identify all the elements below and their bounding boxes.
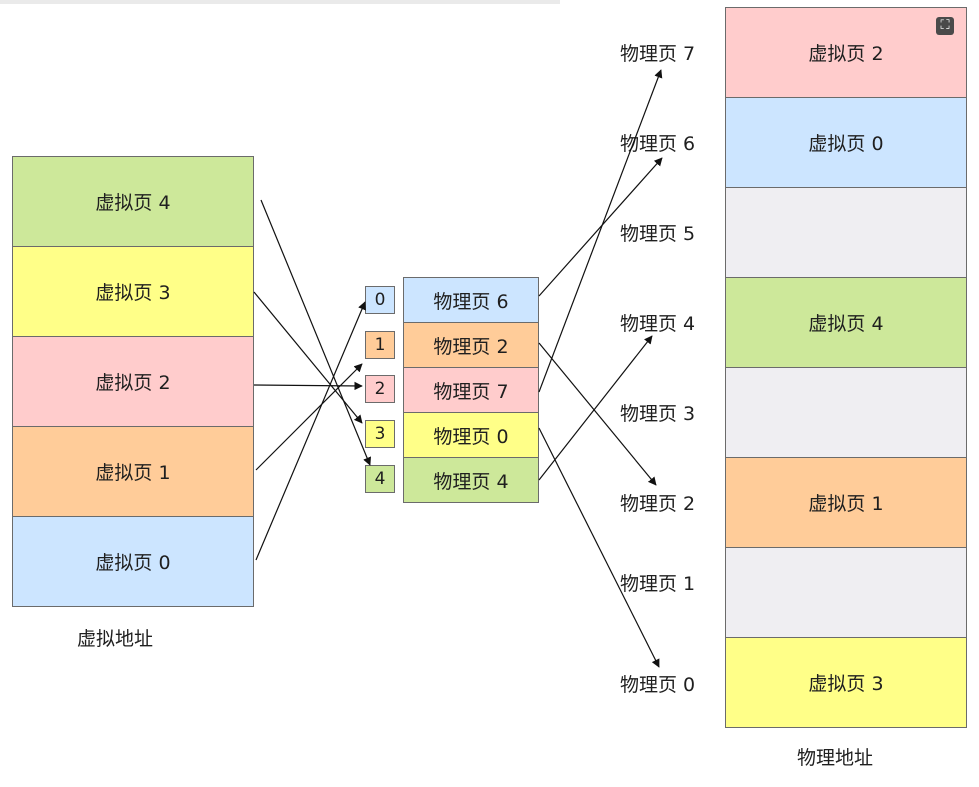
top-strip <box>0 0 560 4</box>
frame-label: 虚拟页 3 <box>808 673 884 695</box>
physical-frame-6: 虚拟页 0 <box>725 97 967 188</box>
page-table-index-2: 2 <box>365 375 395 403</box>
index-label: 1 <box>374 335 386 355</box>
physical-page-label-7: 物理页 7 <box>620 43 696 65</box>
virtual-page-label: 虚拟页 2 <box>95 372 171 394</box>
page-table-index-4: 4 <box>365 465 395 493</box>
arrow-virtual2-to-index2 <box>253 381 363 391</box>
virtual-address-caption: 虚拟地址 <box>77 628 154 650</box>
entry-label: 物理页 4 <box>433 470 509 493</box>
physical-page-label-4: 物理页 4 <box>620 313 696 335</box>
physical-page-label-6: 物理页 6 <box>620 133 696 155</box>
physical-address-caption: 物理地址 <box>797 747 874 769</box>
index-label: 3 <box>374 424 386 444</box>
arrow-entry2-to-phys7 <box>538 69 663 393</box>
frame-label: 虚拟页 2 <box>808 43 884 65</box>
entry-label: 物理页 0 <box>433 425 509 448</box>
virtual-page-label: 虚拟页 4 <box>95 192 171 214</box>
frame-label: 虚拟页 0 <box>808 133 884 155</box>
index-label: 0 <box>374 290 386 310</box>
entry-label: 物理页 7 <box>433 380 509 403</box>
entry-label: 物理页 6 <box>433 290 509 313</box>
virtual-page-1: 虚拟页 1 <box>12 426 254 517</box>
physical-frame-0: 虚拟页 3 <box>725 637 967 728</box>
page-table-entry-3: 物理页 0 <box>403 412 539 458</box>
frame-label: 虚拟页 4 <box>808 313 884 335</box>
physical-frame-3 <box>725 367 967 458</box>
arrow-entry3-to-phys0 <box>538 427 660 668</box>
page-table-entry-1: 物理页 2 <box>403 322 539 368</box>
page-table-index-0: 0 <box>365 286 395 314</box>
physical-frame-7: 虚拟页 2 <box>725 7 967 98</box>
page-table-entry-2: 物理页 7 <box>403 367 539 413</box>
page-table-index-3: 3 <box>365 420 395 448</box>
physical-page-label-2: 物理页 2 <box>620 493 696 515</box>
virtual-page-2: 虚拟页 2 <box>12 336 254 427</box>
arrow-entry0-to-phys6 <box>538 157 663 297</box>
virtual-page-0: 虚拟页 0 <box>12 516 254 607</box>
page-table-entry-0: 物理页 6 <box>403 277 539 323</box>
arrow-virtual4-to-index4 <box>260 199 372 466</box>
entry-label: 物理页 2 <box>433 335 509 358</box>
physical-page-label-1: 物理页 1 <box>620 573 696 595</box>
physical-frame-1 <box>725 547 967 638</box>
arrow-virtual3-to-index3 <box>253 291 363 424</box>
index-label: 4 <box>374 469 386 489</box>
virtual-page-label: 虚拟页 3 <box>95 282 171 304</box>
arrow-entry1-to-phys2 <box>538 342 657 486</box>
fullscreen-icon[interactable]: ⛶ <box>936 17 954 35</box>
physical-page-label-3: 物理页 3 <box>620 403 696 425</box>
physical-page-label-5: 物理页 5 <box>620 223 696 245</box>
index-label: 2 <box>374 379 386 399</box>
arrow-entry4-to-phys4 <box>538 335 653 481</box>
frame-label: 虚拟页 1 <box>808 493 884 515</box>
page-table-entry-4: 物理页 4 <box>403 457 539 503</box>
virtual-page-4: 虚拟页 4 <box>12 156 254 247</box>
page-table-index-1: 1 <box>365 331 395 359</box>
physical-page-label-0: 物理页 0 <box>620 674 696 696</box>
physical-frame-4: 虚拟页 4 <box>725 277 967 368</box>
arrow-virtual1-to-index1 <box>255 363 363 471</box>
arrow-virtual0-to-index0 <box>255 301 366 561</box>
virtual-page-label: 虚拟页 0 <box>95 552 171 574</box>
virtual-page-label: 虚拟页 1 <box>95 462 171 484</box>
